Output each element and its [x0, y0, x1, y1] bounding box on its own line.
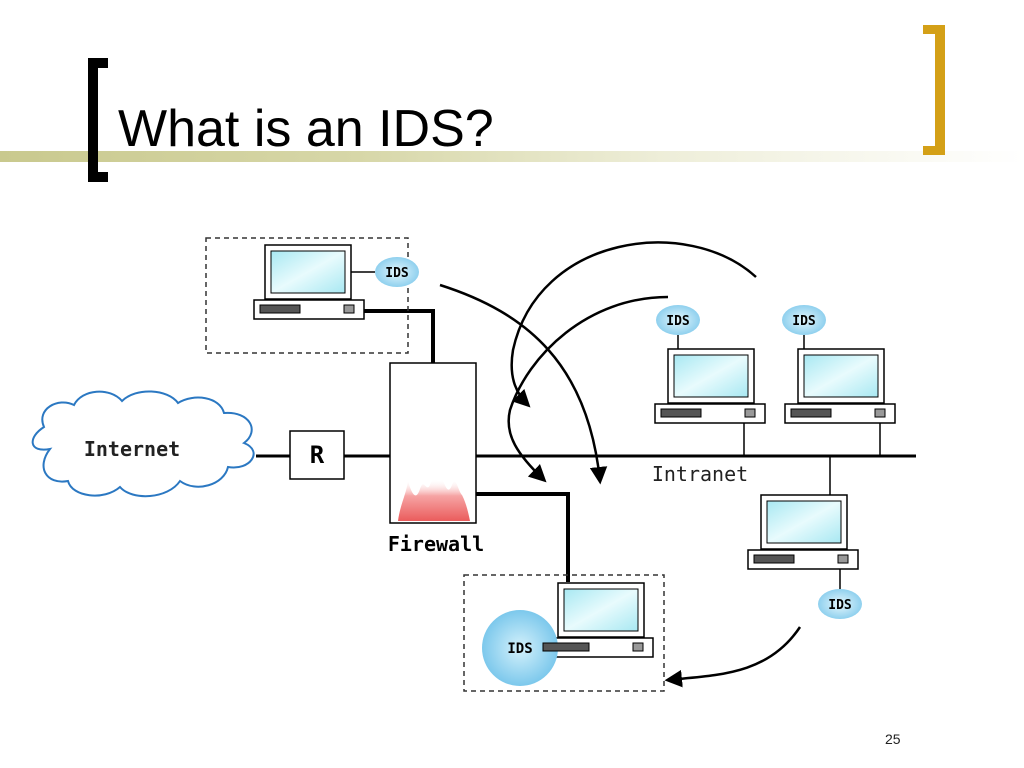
dashed-boundary [463, 574, 665, 692]
computer-icon [784, 348, 896, 424]
ids-label: IDS [792, 314, 816, 329]
dashed-boundary [205, 237, 409, 354]
arrow-from-intranet-host-3 [664, 626, 802, 688]
intranet-label: Intranet [652, 462, 748, 486]
page-number: 25 [885, 731, 901, 747]
right-bracket-decoration [923, 25, 945, 155]
ids-label: IDS [828, 598, 852, 613]
ids-bubble: IDS [782, 305, 826, 335]
firewall: Firewall [388, 362, 484, 556]
title-underline-bar [0, 151, 1024, 162]
host-ids-dmz: IDS [205, 237, 419, 354]
internet-label: Internet [84, 437, 180, 461]
ids-label: IDS [666, 314, 690, 329]
ids-label: IDS [507, 641, 532, 657]
firewall-flame-icon [398, 479, 470, 521]
arrow-from-top-right-1 [510, 241, 757, 408]
computer-icon [654, 348, 766, 424]
internet-cloud: Internet [31, 390, 255, 498]
router-label: R [310, 441, 325, 469]
intranet-host-3: IDS [747, 494, 862, 619]
intranet-host-1: IDS [654, 305, 766, 424]
ids-network-diagram: Internet R Firewall Intranet [31, 237, 916, 692]
network-cables [256, 309, 916, 582]
firewall-label: Firewall [388, 532, 484, 556]
left-bracket-decoration [88, 58, 108, 182]
ids-bubble: IDS [375, 257, 419, 287]
router-box: R [289, 430, 345, 480]
intranet-host-2: IDS [782, 305, 896, 424]
alert-flow-arrows [439, 241, 802, 688]
ids-label: IDS [385, 266, 409, 281]
ids-bubble: IDS [818, 589, 862, 619]
computer-icon [542, 582, 654, 658]
network-ids-host: IDS [463, 574, 665, 692]
computer-icon [253, 244, 365, 320]
computer-icon [747, 494, 859, 570]
slide-title: What is an IDS? [118, 100, 494, 158]
arrow-from-top-right-2 [507, 295, 669, 483]
ids-bubble: IDS [656, 305, 700, 335]
ids-bubble-large: IDS [482, 610, 590, 686]
